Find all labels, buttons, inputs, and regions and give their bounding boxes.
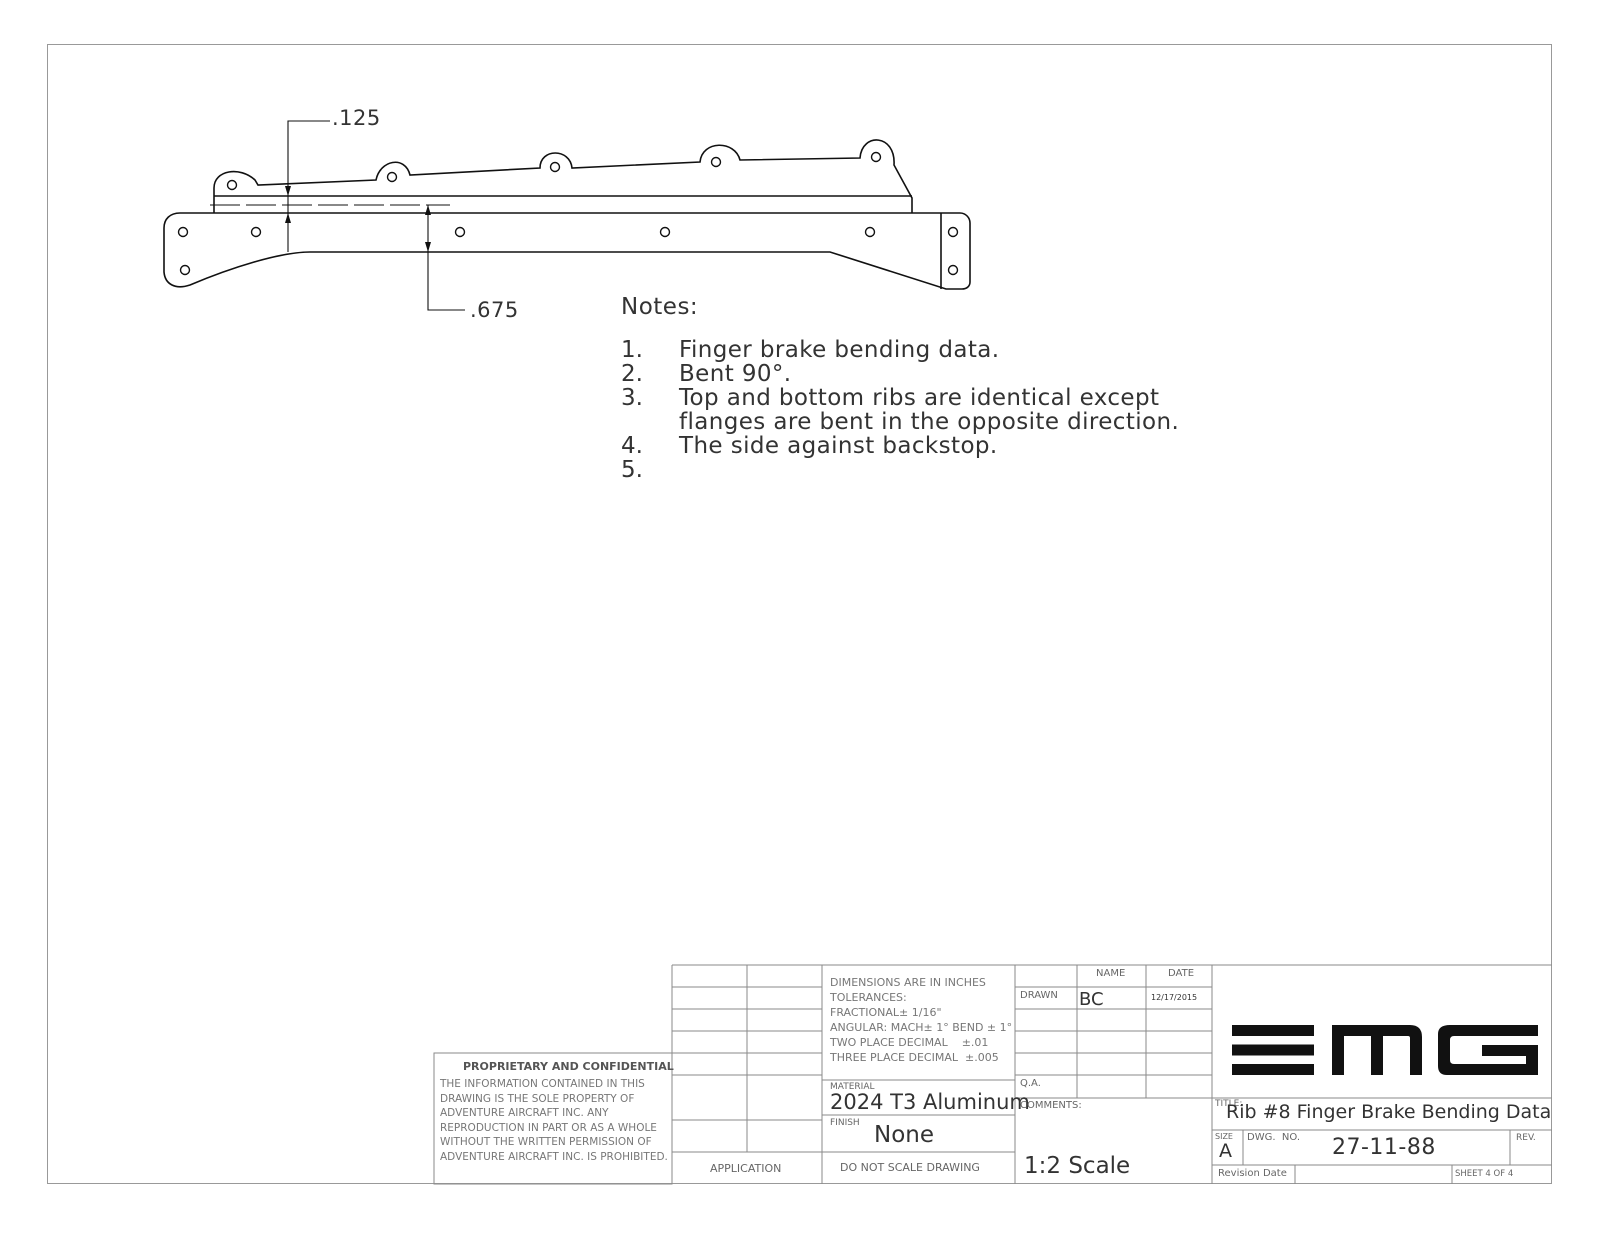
note-item: 2. Bent 90°. <box>621 361 792 387</box>
drawing-sheet-border <box>47 44 1552 1184</box>
do-not-scale-label: DO NOT SCALE DRAWING <box>840 1161 980 1174</box>
dimension-top-offset: .125 <box>332 106 381 130</box>
dwg-no-label: DWG. NO. <box>1247 1132 1300 1143</box>
material-label: MATERIAL <box>830 1082 875 1092</box>
notes-block: Notes: 1. Finger brake bending data. 2. … <box>621 294 1239 482</box>
emg-logo: EMG <box>1232 1025 1538 1075</box>
size-value: A <box>1219 1140 1232 1162</box>
rib-upper-flange <box>213 139 913 213</box>
finish-value: None <box>874 1122 935 1148</box>
note-item: 3. Top and bottom ribs are identical exc… <box>621 385 1180 435</box>
note-item: 5. <box>621 457 643 483</box>
sheet-label: SHEET 4 OF 4 <box>1455 1169 1514 1179</box>
svg-text:EMG: EMG <box>1385 1052 1390 1054</box>
rib-part-outline <box>163 139 971 290</box>
note-item: 4. The side against backstop. <box>621 433 998 459</box>
dimension-bottom-offset: .675 <box>470 298 519 322</box>
rib-main-web <box>163 212 971 290</box>
rivet-holes <box>177 151 959 276</box>
scale-value: 1:2 Scale <box>1024 1153 1131 1179</box>
drawing-title: Rib #8 Finger Brake Bending Data <box>1226 1101 1552 1123</box>
notes-heading: Notes: <box>621 294 699 320</box>
proprietary-title: PROPRIETARY AND CONFIDENTIAL <box>463 1060 674 1073</box>
size-label: SIZE <box>1215 1132 1233 1141</box>
title-block-grid <box>433 964 1552 1185</box>
qa-label: Q.A. <box>1020 1078 1041 1089</box>
date-header: DATE <box>1168 968 1195 979</box>
drawn-date: 12/17/2015 <box>1151 993 1198 1002</box>
dimension-arrows <box>285 186 431 252</box>
drawn-name: BC <box>1079 989 1104 1010</box>
drawn-label: DRAWN <box>1020 990 1058 1001</box>
finish-label: FINISH <box>830 1118 860 1128</box>
note-item: 1. Finger brake bending data. <box>621 337 1000 363</box>
dwg-no-value: 27-11-88 <box>1332 1135 1436 1160</box>
dimension-lines <box>210 120 465 311</box>
name-header: NAME <box>1096 968 1126 979</box>
tolerances-block: DIMENSIONS ARE IN INCHES TOLERANCES: FRA… <box>830 976 1013 1064</box>
application-label: APPLICATION <box>710 1162 782 1175</box>
proprietary-text: THE INFORMATION CONTAINED IN THIS DRAWIN… <box>440 1078 668 1163</box>
material-value: 2024 T3 Aluminum <box>830 1090 1030 1114</box>
rev-label: REV. <box>1516 1133 1536 1143</box>
title-label: TITLE: <box>1215 1099 1243 1109</box>
comments-label: COMMENTS: <box>1020 1100 1082 1111</box>
revision-date-label: Revision Date <box>1218 1168 1287 1179</box>
